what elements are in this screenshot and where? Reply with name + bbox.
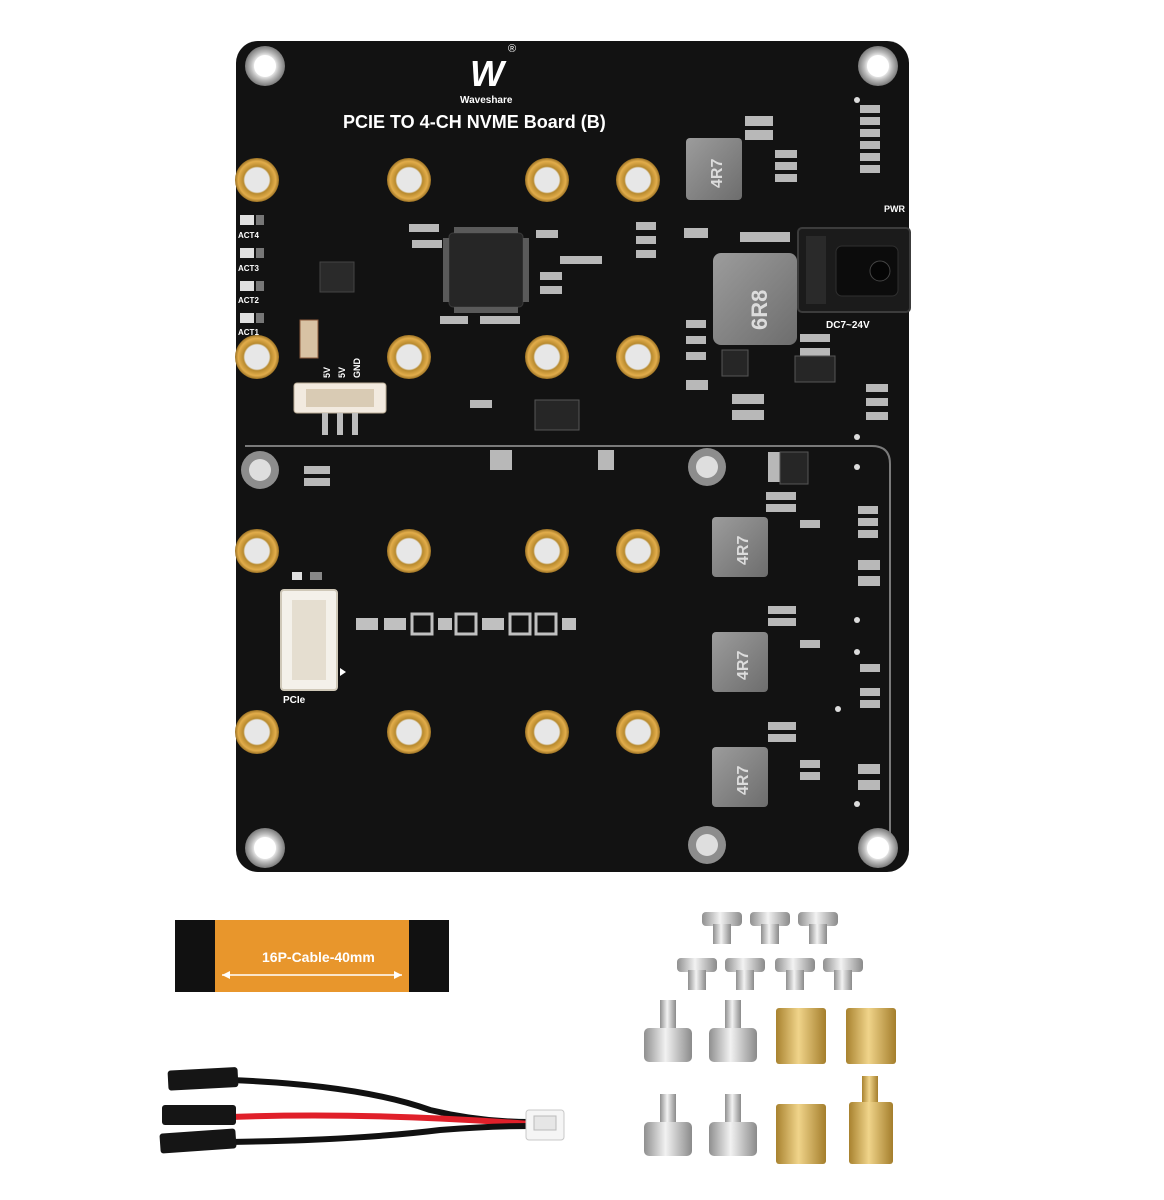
passive-row [356,612,576,636]
svg-text:4R7: 4R7 [735,651,752,680]
svg-text:6R8: 6R8 [747,290,772,330]
act1-label: ACT1 [238,328,259,337]
act4-label: ACT4 [238,231,259,240]
registered-mark: ® [508,43,516,55]
pin-gnd-label: GND [352,358,362,379]
svg-text:4R7: 4R7 [709,159,726,188]
inductor-top: 4R7 [686,138,742,200]
inductor-bottom: 4R7 [712,747,768,807]
power-header: 5V 5V GND [293,319,387,435]
inductor-large: 6R8 [713,253,797,345]
smd-components [304,105,888,790]
inductor-mid-2: 4R7 [712,632,768,692]
waveshare-logo-mark: W [470,53,507,94]
ffc-cable-16p: 16P-Cable-40mm [175,920,449,992]
power-cable [159,1067,565,1154]
pin-5v-label-1: 5V [322,367,332,378]
board-title: PCIE TO 4-CH NVME Board (B) [343,112,606,132]
brand-name: Waveshare [460,95,513,106]
dc-input-label: DC7~24V [826,320,870,331]
pwr-label: PWR [884,204,905,214]
flat-head-screws [677,912,863,990]
thumb-screws [644,1000,757,1156]
act3-label: ACT3 [238,264,259,273]
pcie-switch-chip [443,227,529,313]
dc-barrel-jack [797,227,911,313]
activity-led-labels: ACT4 ACT3 ACT2 ACT1 [238,215,264,337]
ic-chips [534,349,836,485]
gold-standoff-pads [235,158,660,754]
inductor-mid-1: 4R7 [712,517,768,577]
pin-5v-label-2: 5V [337,367,347,378]
ffc-cable-label: 16P-Cable-40mm [262,949,375,965]
brass-standoffs [776,1008,896,1164]
pcb-board: W ® Waveshare PCIE TO 4-CH NVME Board (B… [235,41,911,872]
act2-label: ACT2 [238,296,259,305]
svg-text:4R7: 4R7 [735,766,752,795]
pcie-ffc-connector [280,572,346,691]
mounting-holes [241,46,898,868]
svg-text:4R7: 4R7 [735,536,752,565]
pcie-label: PCIe [283,695,306,706]
